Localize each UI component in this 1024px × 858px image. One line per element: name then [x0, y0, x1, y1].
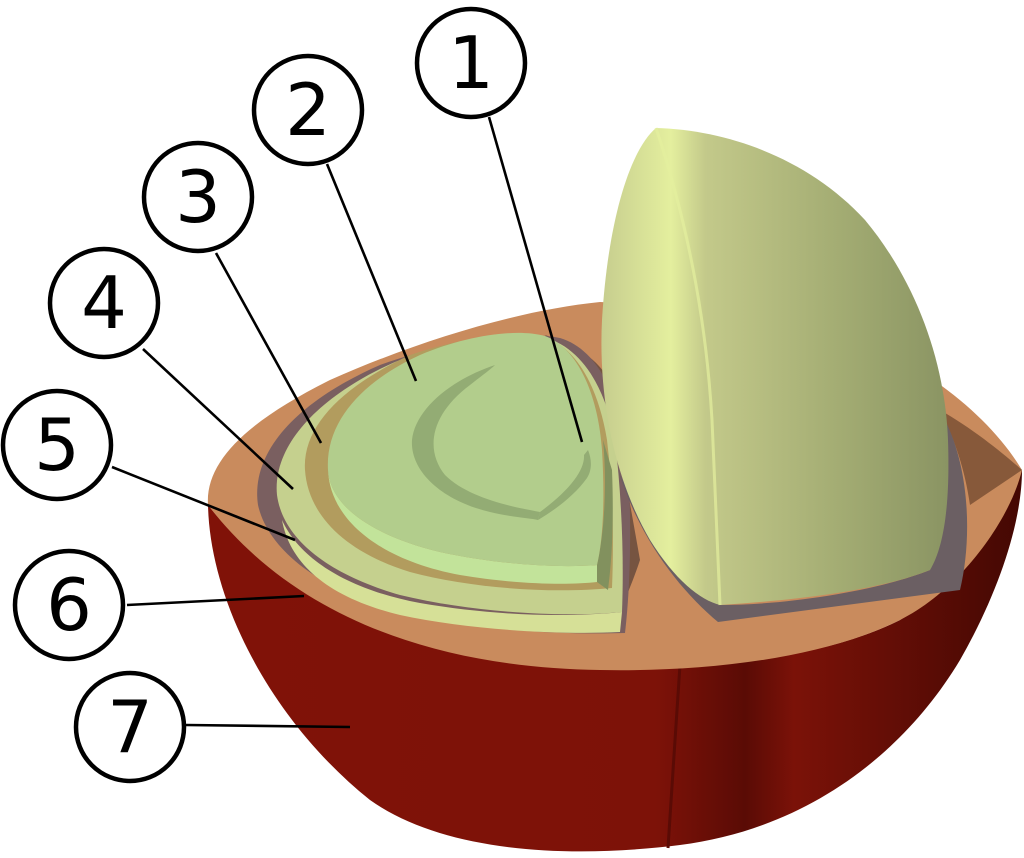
pulp-shadow [940, 410, 1022, 505]
callout-circle-3 [141, 140, 255, 254]
callout-label-1: 1 [448, 21, 494, 105]
callout-circle-6 [12, 548, 126, 662]
bean-edge-shadow [597, 440, 613, 590]
callout-label-6: 6 [46, 563, 92, 647]
outer-skin [208, 470, 1022, 852]
callout-3: 3 [141, 140, 255, 254]
leader-5 [111, 465, 296, 542]
callout-1: 1 [414, 6, 528, 120]
callout-5: 5 [0, 388, 114, 502]
parchment-edge [282, 520, 622, 633]
callout-6: 6 [12, 548, 126, 662]
callout-label-4: 4 [81, 261, 127, 345]
leader-1 [487, 116, 584, 443]
leader-2 [325, 163, 418, 382]
bean-groove [411, 365, 540, 520]
callout-circle-5 [0, 388, 114, 502]
endosperm [327, 332, 604, 567]
callout-7: 7 [73, 670, 187, 784]
callout-circle-2 [251, 53, 365, 167]
callout-2: 2 [251, 53, 365, 167]
leader-6 [126, 594, 305, 607]
leader-4 [142, 348, 294, 490]
callout-4: 4 [47, 246, 161, 360]
second-bean-ridge [654, 127, 722, 606]
leader-7 [185, 723, 351, 729]
callout-label-7: 7 [107, 685, 153, 769]
callout-circle-7 [73, 670, 187, 784]
callout-circle-4 [47, 246, 161, 360]
leader-lines [111, 116, 584, 729]
callout-label-3: 3 [175, 155, 221, 239]
bean-edge [328, 470, 598, 584]
callout-label-5: 5 [34, 403, 80, 487]
callout-circle-1 [414, 6, 528, 120]
second-bean [601, 128, 949, 605]
callout-label-2: 2 [285, 68, 331, 152]
bean-groove-inner [538, 450, 591, 520]
leader-3 [214, 252, 323, 444]
skin-seam [666, 664, 682, 849]
